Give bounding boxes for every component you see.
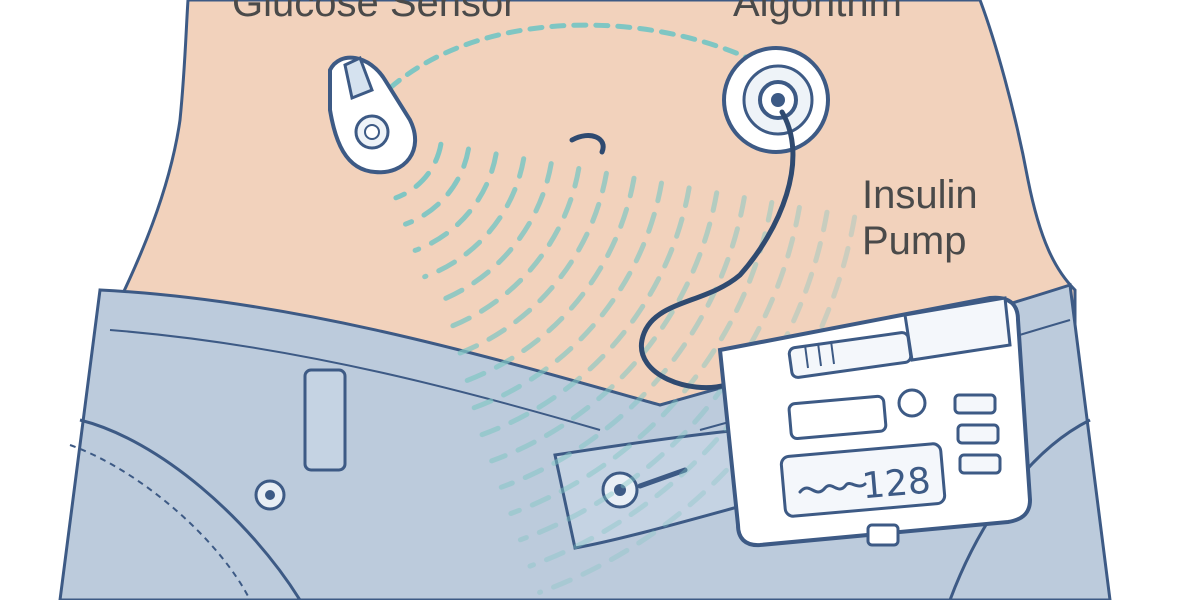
signal-arc <box>517 204 802 543</box>
navel <box>569 133 606 155</box>
pocket-left <box>79 418 302 600</box>
glucose-sensor <box>328 55 417 175</box>
insulin-tubing <box>638 109 796 391</box>
signal-arc <box>489 190 720 464</box>
signal-arc <box>403 146 471 227</box>
insulin-pump-label-line2: Pump <box>862 219 967 263</box>
signal-arc <box>431 161 554 306</box>
algorithm-label: Algorithm <box>733 0 902 25</box>
jeans-button-left-center <box>265 490 275 500</box>
signal-arc <box>508 200 775 516</box>
signal-arc <box>479 185 692 438</box>
buttonhole <box>637 467 688 489</box>
signal-arc <box>393 141 444 201</box>
signal-arc <box>470 180 664 411</box>
wireless-link <box>387 22 751 91</box>
algorithm-infusion-set <box>722 46 830 154</box>
signal-waves <box>393 141 858 595</box>
pocket-left-inner <box>69 444 251 600</box>
signal-arc <box>460 175 637 385</box>
signal-arc <box>441 166 582 332</box>
signal-arc <box>450 170 609 359</box>
insulin-pump-label-line1: Insulin <box>862 173 978 217</box>
pump-screen <box>779 442 947 518</box>
pump-reading: 128 <box>860 461 932 508</box>
jeans-button-center <box>614 484 626 496</box>
signal-arc <box>527 209 830 569</box>
glucose-trace-icon <box>798 482 867 494</box>
insulin-pump-label: Insulin Pump <box>862 172 978 264</box>
belt-loop-left <box>303 368 347 472</box>
insulin-pump: 128 <box>717 295 1033 548</box>
signal-arc <box>412 151 499 253</box>
glucose-sensor-label: Glucose Sensor <box>232 0 517 25</box>
signal-arc <box>422 156 527 280</box>
